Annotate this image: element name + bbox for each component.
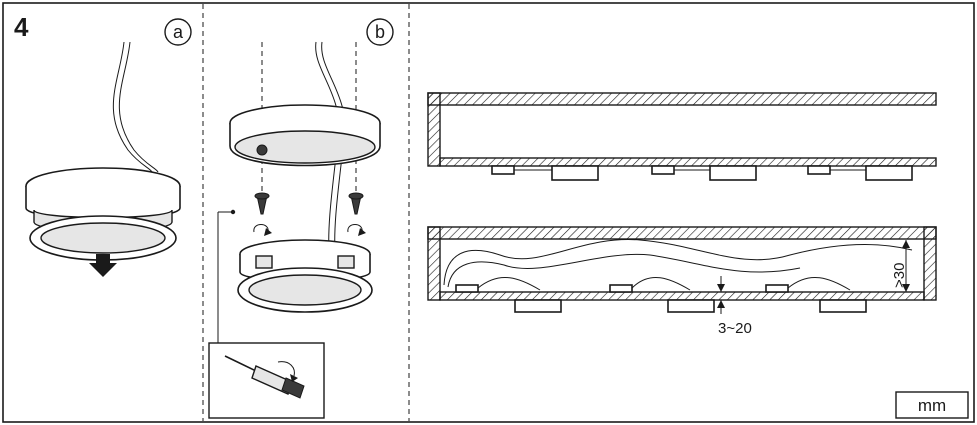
panel-b-badge (366, 18, 394, 46)
screwdriver-icon (224, 355, 305, 399)
panel-c-bottom-cabinet: >30 3~20 (427, 226, 937, 337)
left-screw-icon (253, 192, 272, 236)
panel-a-fixture-side (25, 186, 181, 220)
pull-down-arrow-icon (89, 254, 117, 277)
gap-dimension: 3~20 (718, 320, 752, 337)
panel-c-top-cabinet (427, 92, 937, 181)
unit-box (895, 391, 969, 419)
routed-cable (443, 239, 913, 286)
panel-b-label: b (375, 22, 385, 42)
panel-b: b (208, 18, 394, 419)
panel-a-badge (164, 18, 192, 46)
depth-dimension: >30 (891, 263, 908, 288)
panel-a-label: a (173, 22, 184, 42)
panel-a: a (25, 18, 192, 277)
right-screw-icon (347, 192, 366, 236)
panel-a-cable (112, 41, 153, 173)
step-number: 4 (14, 12, 29, 42)
panel-b-cup-screw-icon (256, 144, 268, 156)
unit-label: mm (918, 396, 946, 415)
